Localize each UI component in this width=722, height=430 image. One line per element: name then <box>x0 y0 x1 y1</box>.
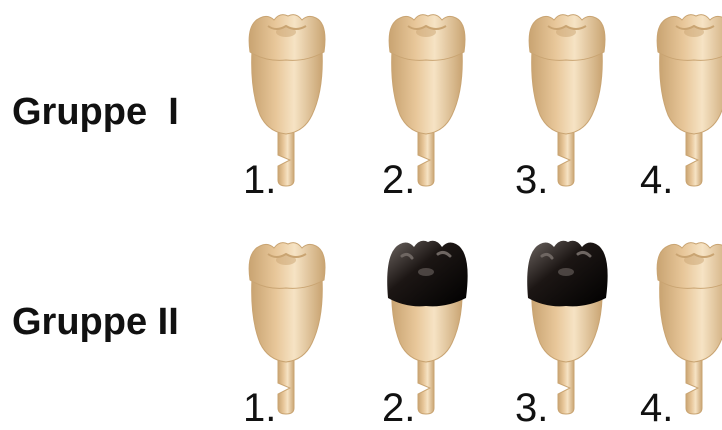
tooth-number-group-2-4: 4. <box>640 388 673 428</box>
group-2-label: Gruppe II <box>12 303 179 341</box>
tooth-number-group-2-2: 2. <box>382 388 415 428</box>
tooth-number-group-2-3: 3. <box>515 388 548 428</box>
tooth-number-group-2-1: 1. <box>243 388 276 428</box>
tooth-number-group-1-2: 2. <box>382 160 415 200</box>
group-1-label: Gruppe I <box>12 93 179 131</box>
tooth-number-group-1-1: 1. <box>243 160 276 200</box>
tooth-number-group-1-3: 3. <box>515 160 548 200</box>
tooth-number-group-1-4: 4. <box>640 160 673 200</box>
